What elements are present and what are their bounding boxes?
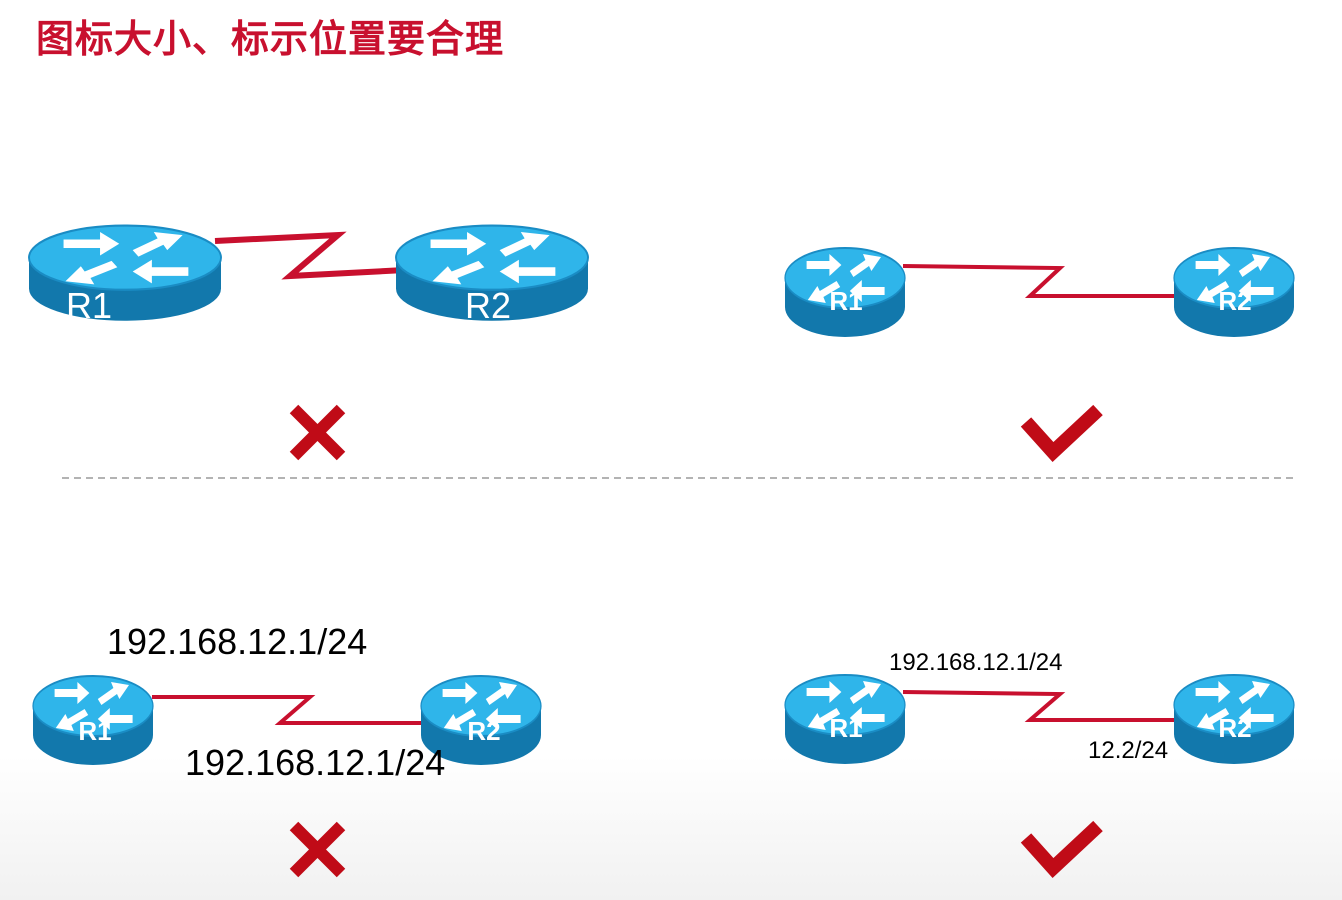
router-label-r1: R1 (78, 716, 111, 746)
ip-label-r1: 192.168.12.1/24 (889, 649, 1063, 676)
serial-link (214, 231, 406, 280)
ip-label-bottom: 192.168.12.1/24 (185, 742, 445, 783)
router-label-r2: R2 (467, 716, 500, 746)
router-label-r2: R2 (465, 285, 511, 326)
router-label-r2: R2 (1218, 286, 1251, 316)
ip-label-r2: 12.2/24 (1088, 737, 1168, 764)
page-title: 图标大小、标示位置要合理 (36, 17, 505, 61)
ip-label-top: 192.168.12.1/24 (107, 621, 367, 662)
cross-icon (289, 404, 346, 461)
router-label-r2: R2 (1218, 713, 1251, 743)
cross-icon (289, 821, 346, 878)
router-label-r1: R1 (66, 285, 112, 326)
check-icon (1020, 820, 1103, 878)
serial-link (902, 264, 1175, 298)
serial-link (902, 690, 1175, 722)
router-label-r1: R1 (829, 713, 862, 743)
router-label-r1: R1 (829, 286, 862, 316)
router-icon (27, 224, 223, 322)
check-icon (1020, 404, 1103, 462)
serial-link (152, 695, 425, 725)
